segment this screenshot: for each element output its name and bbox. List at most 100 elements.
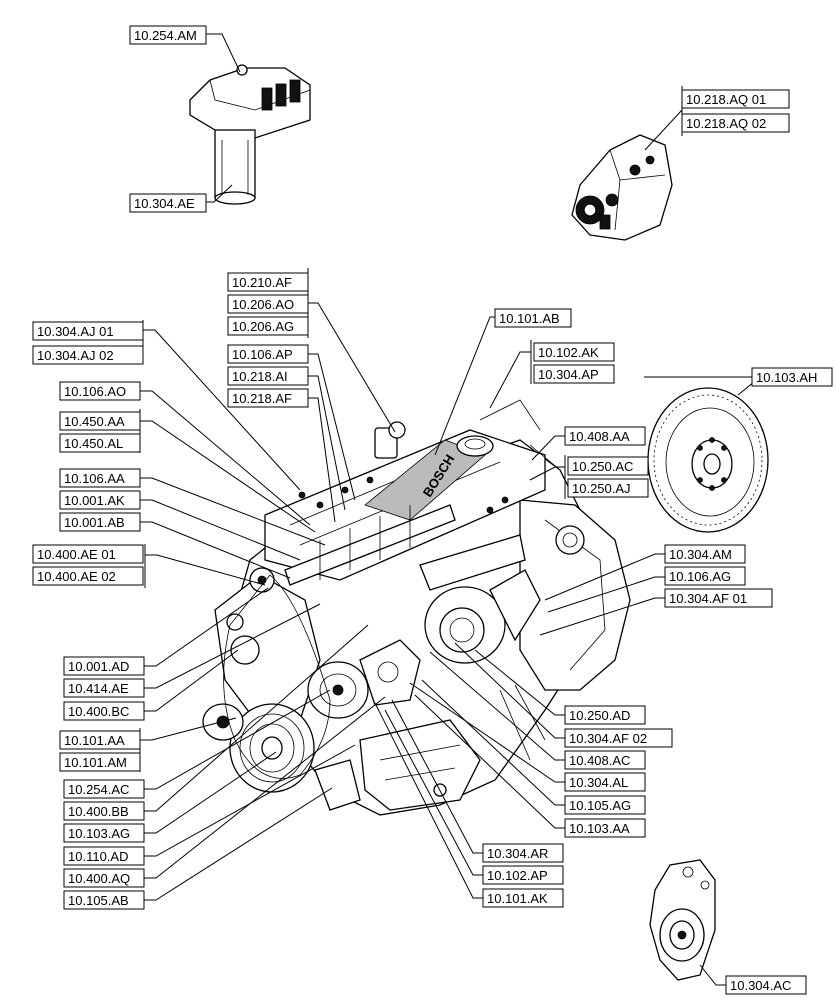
svg-text:10.400.AQ: 10.400.AQ <box>68 871 130 886</box>
svg-text:10.106.AP: 10.106.AP <box>232 347 293 362</box>
label-10-304-ap[interactable]: 10.304.AP <box>533 364 615 384</box>
svg-text:10.450.AL: 10.450.AL <box>64 436 123 451</box>
label-10-254-ac[interactable]: 10.254.AC <box>63 779 145 799</box>
svg-text:10.103.AG: 10.103.AG <box>68 826 130 841</box>
svg-text:10.101.AM: 10.101.AM <box>64 755 127 770</box>
label-10-304-af-02[interactable]: 10.304.AF 02 <box>564 728 673 748</box>
label-10-102-ap[interactable]: 10.102.AP <box>482 865 564 885</box>
svg-text:10.408.AA: 10.408.AA <box>569 429 630 444</box>
svg-text:10.101.AK: 10.101.AK <box>487 891 548 906</box>
label-10-103-ah[interactable]: 10.103.AH <box>751 367 833 387</box>
label-10-304-aj-01[interactable]: 10.304.AJ 01 <box>32 321 144 341</box>
svg-text:10.001.AD: 10.001.AD <box>68 659 129 674</box>
svg-text:10.304.AF 01: 10.304.AF 01 <box>669 591 747 606</box>
label-10-001-ak[interactable]: 10.001.AK <box>59 490 141 510</box>
label-10-304-am[interactable]: 10.304.AM <box>664 544 746 564</box>
label-10-101-aa[interactable]: 10.101.AA <box>59 730 141 750</box>
label-10-103-ag[interactable]: 10.103.AG <box>63 823 145 843</box>
label-10-101-ab[interactable]: 10.101.AB <box>494 308 572 328</box>
svg-text:10.110.AD: 10.110.AD <box>68 849 128 864</box>
label-10-304-al[interactable]: 10.304.AL <box>564 772 646 792</box>
label-10-101-ak[interactable]: 10.101.AK <box>482 888 564 908</box>
svg-text:10.250.AD: 10.250.AD <box>569 708 630 723</box>
engine-assembly-drawing: BOSCH <box>202 399 631 816</box>
svg-text:10.400.BB: 10.400.BB <box>68 804 129 819</box>
label-10-304-aj-02[interactable]: 10.304.AJ 02 <box>32 345 144 365</box>
svg-text:10.210.AF: 10.210.AF <box>232 275 292 290</box>
label-10-105-ag[interactable]: 10.105.AG <box>564 795 646 815</box>
svg-text:10.218.AF: 10.218.AF <box>232 391 292 406</box>
svg-text:10.400.AE 01: 10.400.AE 01 <box>37 547 116 562</box>
label-10-304-ae[interactable]: 10.304.AE <box>129 193 207 213</box>
svg-text:10.001.AK: 10.001.AK <box>64 493 125 508</box>
svg-text:10.304.AL: 10.304.AL <box>569 775 628 790</box>
label-10-218-ai[interactable]: 10.218.AI <box>227 366 309 386</box>
svg-text:10.218.AI: 10.218.AI <box>232 369 288 384</box>
label-10-250-ad[interactable]: 10.250.AD <box>564 705 646 725</box>
svg-text:10.001.AB: 10.001.AB <box>64 515 125 530</box>
label-10-103-aa[interactable]: 10.103.AA <box>564 818 646 838</box>
label-10-400-ae-01[interactable]: 10.400.AE 01 <box>32 544 144 564</box>
label-10-105-ab[interactable]: 10.105.AB <box>63 890 145 910</box>
label-10-206-ao[interactable]: 10.206.AO <box>227 294 309 314</box>
label-10-106-ag[interactable]: 10.106.AG <box>664 566 746 586</box>
svg-text:10.102.AP: 10.102.AP <box>487 868 548 883</box>
label-10-210-af[interactable]: 10.210.AF <box>227 272 309 292</box>
label-10-218-aq-01[interactable]: 10.218.AQ 01 <box>681 89 790 109</box>
label-10-001-ad[interactable]: 10.001.AD <box>63 656 145 676</box>
label-10-304-ac[interactable]: 10.304.AC <box>725 975 807 995</box>
svg-text:10.106.AA: 10.106.AA <box>64 471 125 486</box>
label-10-218-aq-02[interactable]: 10.218.AQ 02 <box>681 113 790 133</box>
svg-text:10.103.AH: 10.103.AH <box>756 370 817 385</box>
svg-text:10.106.AG: 10.106.AG <box>669 569 731 584</box>
svg-text:10.206.AG: 10.206.AG <box>232 319 294 334</box>
svg-text:10.101.AB: 10.101.AB <box>499 311 560 326</box>
svg-text:10.105.AB: 10.105.AB <box>68 893 129 908</box>
label-10-450-aa[interactable]: 10.450.AA <box>59 411 141 431</box>
label-10-408-aa[interactable]: 10.408.AA <box>564 426 646 446</box>
label-10-106-aa[interactable]: 10.106.AA <box>59 468 141 488</box>
svg-text:10.304.AJ 02: 10.304.AJ 02 <box>37 348 114 363</box>
label-10-304-ar[interactable]: 10.304.AR <box>482 843 564 863</box>
svg-text:10.206.AO: 10.206.AO <box>232 297 294 312</box>
label-10-414-ae[interactable]: 10.414.AE <box>63 678 145 698</box>
label-10-101-am[interactable]: 10.101.AM <box>59 752 141 772</box>
svg-text:10.304.AJ 01: 10.304.AJ 01 <box>37 324 114 339</box>
label-10-110-ad[interactable]: 10.110.AD <box>63 846 145 866</box>
svg-text:10.103.AA: 10.103.AA <box>569 821 630 836</box>
label-10-408-ac[interactable]: 10.408.AC <box>564 750 646 770</box>
label-group: 10.254.AM 10.304.AE 10.218.AQ 01 10.218.… <box>32 25 833 995</box>
label-10-206-ag[interactable]: 10.206.AG <box>227 316 309 336</box>
label-10-400-bc[interactable]: 10.400.BC <box>63 701 145 721</box>
svg-text:10.102.AK: 10.102.AK <box>538 345 599 360</box>
svg-text:10.400.AE 02: 10.400.AE 02 <box>37 569 116 584</box>
leader-lines <box>139 33 762 986</box>
label-10-102-ak[interactable]: 10.102.AK <box>533 342 615 362</box>
label-10-400-aq[interactable]: 10.400.AQ <box>63 868 145 888</box>
svg-text:10.101.AA: 10.101.AA <box>64 733 125 748</box>
label-10-400-ae-02[interactable]: 10.400.AE 02 <box>32 566 144 586</box>
label-10-250-aj[interactable]: 10.250.AJ <box>567 478 649 498</box>
label-10-106-ap[interactable]: 10.106.AP <box>227 344 309 364</box>
label-10-001-ab[interactable]: 10.001.AB <box>59 512 141 532</box>
label-10-304-af-01[interactable]: 10.304.AF 01 <box>664 588 773 608</box>
label-10-106-ao[interactable]: 10.106.AO <box>59 381 141 401</box>
label-10-250-ac[interactable]: 10.250.AC <box>567 456 649 476</box>
svg-text:10.218.AQ 01: 10.218.AQ 01 <box>686 92 766 107</box>
svg-text:10.304.AF 02: 10.304.AF 02 <box>569 731 647 746</box>
label-10-450-al[interactable]: 10.450.AL <box>59 433 141 453</box>
label-10-218-af[interactable]: 10.218.AF <box>227 388 309 408</box>
svg-text:10.105.AG: 10.105.AG <box>569 798 631 813</box>
svg-text:10.304.AR: 10.304.AR <box>487 846 548 861</box>
svg-text:10.414.AE: 10.414.AE <box>68 681 129 696</box>
svg-text:10.218.AQ 02: 10.218.AQ 02 <box>686 116 766 131</box>
label-10-400-bb[interactable]: 10.400.BB <box>63 801 145 821</box>
svg-text:10.304.AM: 10.304.AM <box>669 547 732 562</box>
svg-text:10.450.AA: 10.450.AA <box>64 414 125 429</box>
svg-text:10.254.AC: 10.254.AC <box>68 782 129 797</box>
svg-text:10.304.AP: 10.304.AP <box>538 367 599 382</box>
label-10-254-am[interactable]: 10.254.AM <box>129 25 207 45</box>
svg-text:10.400.BC: 10.400.BC <box>68 704 129 719</box>
svg-text:10.304.AC: 10.304.AC <box>730 978 791 993</box>
